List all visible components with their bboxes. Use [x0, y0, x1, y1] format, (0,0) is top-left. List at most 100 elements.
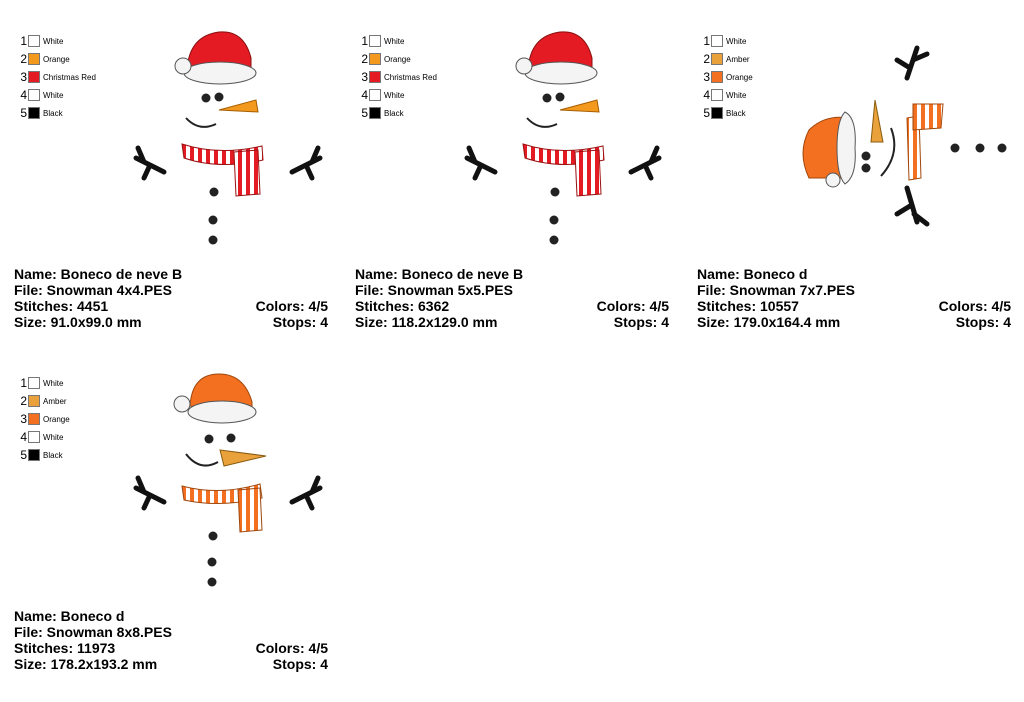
- design-name: Name: Boneco d: [14, 608, 125, 624]
- color-swatch: [28, 107, 40, 119]
- color-swatch: [711, 35, 723, 47]
- legend-number: 3: [361, 70, 368, 84]
- legend-name: Black: [384, 108, 404, 118]
- legend-name: Christmas Red: [384, 72, 437, 82]
- legend-name: White: [43, 36, 64, 46]
- color-swatch: [369, 71, 381, 83]
- legend-number: 1: [703, 34, 710, 48]
- color-swatch: [28, 413, 40, 425]
- legend-number: 1: [20, 34, 27, 48]
- legend-number: 5: [703, 106, 710, 120]
- legend-name: Black: [726, 108, 746, 118]
- legend-row: 3 Christmas Red: [359, 68, 437, 86]
- color-swatch: [28, 395, 40, 407]
- design-name: Name: Boneco de neve B: [355, 266, 524, 282]
- color-swatch: [28, 377, 40, 389]
- design-info: Name: Boneco d File: Snowman 7x7.PES Sti…: [697, 266, 1011, 330]
- legend-name: White: [384, 90, 405, 100]
- snowman-artwork: [355, 31, 673, 245]
- design-size: Size: 118.2x129.0 mm: [355, 314, 498, 330]
- stitch-count: Stitches: 6362: [355, 298, 450, 314]
- legend-row: 2 Amber: [701, 50, 753, 68]
- legend-name: Orange: [43, 414, 70, 424]
- legend-name: Amber: [726, 54, 750, 64]
- snowman-artwork: [14, 373, 332, 587]
- snowman-artwork: [14, 31, 332, 245]
- legend-row: 5 Black: [359, 104, 437, 122]
- legend-name: White: [726, 36, 747, 46]
- legend-number: 4: [361, 88, 368, 102]
- color-swatch: [369, 35, 381, 47]
- legend-number: 5: [20, 448, 27, 462]
- design-file: File: Snowman 8x8.PES: [14, 624, 172, 640]
- legend-number: 5: [361, 106, 368, 120]
- design-file: File: Snowman 5x5.PES: [355, 282, 513, 298]
- color-count: Colors: 4/5: [938, 298, 1011, 314]
- legend-row: 2 Orange: [18, 50, 96, 68]
- color-swatch: [711, 89, 723, 101]
- color-swatch: [369, 53, 381, 65]
- design-info: Name: Boneco de neve B File: Snowman 4x4…: [14, 266, 328, 330]
- legend-name: Orange: [384, 54, 411, 64]
- color-swatch: [28, 431, 40, 443]
- legend-name: Orange: [43, 54, 70, 64]
- legend-number: 2: [20, 52, 27, 66]
- stop-count: Stops: 4: [272, 656, 328, 672]
- color-swatch: [369, 107, 381, 119]
- legend-name: White: [43, 378, 64, 388]
- color-swatch: [28, 35, 40, 47]
- design-info: Name: Boneco de neve B File: Snowman 5x5…: [355, 266, 669, 330]
- legend-number: 2: [361, 52, 368, 66]
- legend-row: 3 Christmas Red: [18, 68, 96, 86]
- legend-row: 3 Orange: [18, 410, 70, 428]
- legend-row: 4 White: [359, 86, 437, 104]
- legend-number: 3: [703, 70, 710, 84]
- color-count: Colors: 4/5: [255, 298, 328, 314]
- design-file: File: Snowman 7x7.PES: [697, 282, 855, 298]
- color-swatch: [28, 449, 40, 461]
- stop-count: Stops: 4: [613, 314, 669, 330]
- stitch-count: Stitches: 11973: [14, 640, 116, 656]
- legend-row: 5 Black: [18, 104, 96, 122]
- design-info: Name: Boneco d File: Snowman 8x8.PES Sti…: [14, 608, 328, 672]
- legend-name: Amber: [43, 396, 67, 406]
- color-swatch: [28, 89, 40, 101]
- snowman-artwork: [802, 45, 1007, 227]
- legend-name: Black: [43, 108, 63, 118]
- stitch-count: Stitches: 10557: [697, 298, 799, 314]
- legend-number: 4: [703, 88, 710, 102]
- legend-name: White: [726, 90, 747, 100]
- legend-row: 1 White: [359, 32, 437, 50]
- legend-row: 1 White: [701, 32, 753, 50]
- stop-count: Stops: 4: [955, 314, 1011, 330]
- color-swatch: [28, 53, 40, 65]
- legend-number: 3: [20, 70, 27, 84]
- legend-number: 3: [20, 412, 27, 426]
- design-size: Size: 91.0x99.0 mm: [14, 314, 142, 330]
- stitch-count: Stitches: 4451: [14, 298, 109, 314]
- color-swatch: [711, 107, 723, 119]
- legend-number: 1: [361, 34, 368, 48]
- legend-number: 2: [703, 52, 710, 66]
- legend-number: 4: [20, 88, 27, 102]
- color-count: Colors: 4/5: [596, 298, 669, 314]
- color-swatch: [28, 71, 40, 83]
- legend-number: 5: [20, 106, 27, 120]
- legend-name: White: [43, 432, 64, 442]
- legend-name: Christmas Red: [43, 72, 96, 82]
- design-file: File: Snowman 4x4.PES: [14, 282, 172, 298]
- legend-name: White: [384, 36, 405, 46]
- design-size: Size: 179.0x164.4 mm: [697, 314, 841, 330]
